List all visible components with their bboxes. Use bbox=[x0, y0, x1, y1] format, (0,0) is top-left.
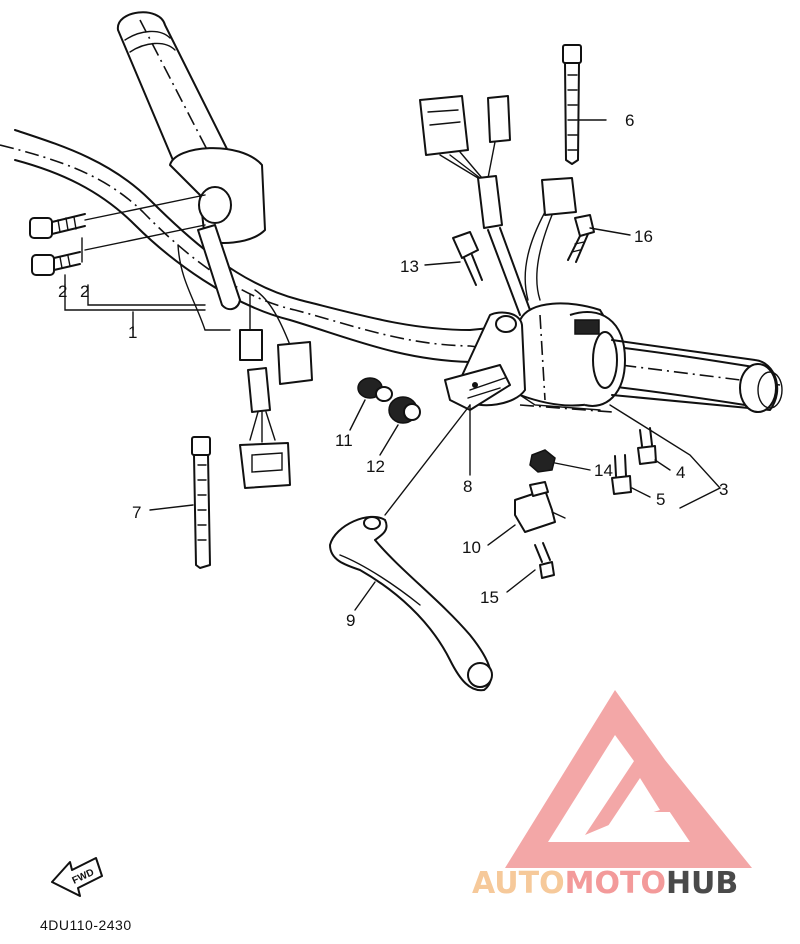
svg-text:AUTOMOTOHUB: AUTOMOTOHUB bbox=[472, 866, 738, 901]
leader-lines bbox=[64, 119, 722, 611]
adjuster-11 bbox=[357, 377, 393, 402]
cable-tie-7 bbox=[191, 436, 211, 569]
left-wire-harness bbox=[239, 289, 313, 489]
watermark-word-hub: HUB bbox=[666, 866, 738, 901]
watermark-word-auto: AUTO bbox=[472, 866, 565, 901]
adjuster-12 bbox=[388, 396, 421, 424]
callout-labels: 1 2 2 3 4 5 6 7 8 9 10 11 12 13 14 15 16 bbox=[58, 111, 728, 630]
callout-11: 11 bbox=[335, 431, 353, 450]
nut-14 bbox=[529, 449, 556, 473]
callout-16: 16 bbox=[634, 227, 653, 246]
callout-4: 4 bbox=[676, 463, 685, 482]
callout-5: 5 bbox=[656, 490, 665, 509]
screw-4 bbox=[637, 427, 657, 465]
callout-8: 8 bbox=[463, 477, 472, 496]
handlebar bbox=[0, 129, 781, 406]
callout-2a: 2 bbox=[58, 282, 67, 301]
bolt-16 bbox=[567, 214, 595, 263]
callout-10: 10 bbox=[462, 538, 481, 557]
right-switch-housing bbox=[519, 302, 626, 413]
forward-arrow-icon: FWD bbox=[51, 857, 103, 897]
diagram-code: 4DU110-2430 bbox=[40, 917, 132, 933]
brake-lever-9 bbox=[329, 515, 493, 692]
watermark-logo bbox=[505, 690, 752, 868]
screw-15 bbox=[534, 542, 555, 579]
screw-upper bbox=[29, 194, 206, 239]
callout-6: 6 bbox=[625, 111, 634, 130]
screw-5 bbox=[611, 454, 632, 495]
callout-13: 13 bbox=[400, 257, 419, 276]
lever-holder-8 bbox=[444, 311, 526, 411]
watermark-wordmark: AUTOMOTOHUB bbox=[472, 866, 738, 901]
callout-14: 14 bbox=[594, 461, 613, 480]
watermark-word-moto: MOTO bbox=[565, 866, 666, 901]
cable-tie-6 bbox=[562, 44, 582, 165]
brake-switch-10 bbox=[514, 481, 566, 533]
callout-2b: 2 bbox=[80, 282, 89, 301]
callout-9: 9 bbox=[346, 611, 355, 630]
bolt-13 bbox=[452, 231, 483, 286]
callout-12: 12 bbox=[366, 457, 385, 476]
right-wire-harness bbox=[419, 95, 577, 316]
callout-7: 7 bbox=[132, 503, 141, 522]
right-grip bbox=[611, 339, 783, 413]
callout-15: 15 bbox=[480, 588, 499, 607]
callout-3: 3 bbox=[719, 480, 728, 499]
screw-lower bbox=[31, 224, 206, 276]
callout-1: 1 bbox=[128, 323, 137, 342]
left-lever-holder bbox=[169, 147, 266, 331]
left-grip bbox=[116, 11, 231, 172]
